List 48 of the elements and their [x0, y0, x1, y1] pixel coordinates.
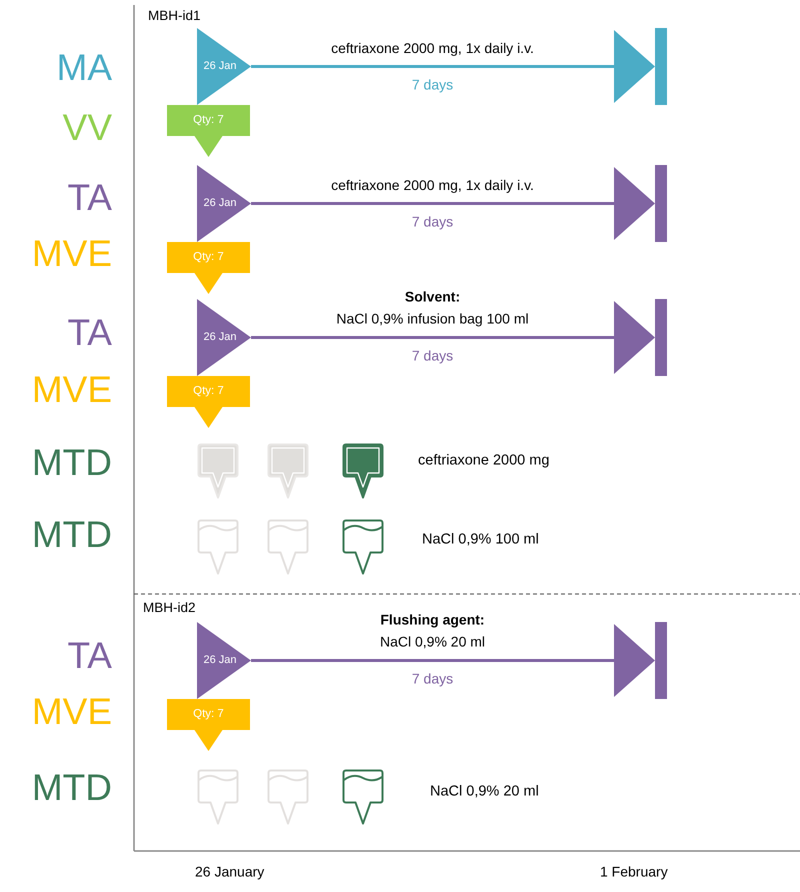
quantity-label: Qty: 7 — [193, 114, 224, 128]
end-marker — [614, 165, 667, 242]
row-label: MA — [56, 46, 112, 90]
duration-line — [251, 336, 614, 339]
quantity-callout — [167, 105, 250, 157]
duration-label: 7 days — [412, 213, 454, 230]
row-label: TA — [67, 634, 112, 678]
start-date: 26 Jan — [203, 331, 237, 344]
start-marker — [197, 299, 251, 376]
quantity-callout — [167, 699, 250, 751]
quantity-label: Qty: 7 — [193, 384, 224, 398]
quantity-label: Qty: 7 — [193, 250, 224, 264]
start-marker — [197, 28, 251, 105]
start-marker — [197, 622, 251, 699]
end-marker — [614, 622, 667, 699]
duration-line — [251, 659, 614, 662]
row-label: MTD — [32, 512, 112, 557]
row-label: MVE — [32, 690, 112, 734]
row-label: TA — [67, 176, 112, 220]
medication-label: ceftriaxone 2000 mg — [418, 452, 550, 470]
duration-line — [251, 65, 614, 68]
medication-label: NaCl 0,9% 20 ml — [430, 783, 539, 801]
regimen-label: ceftriaxone 2000 mg, 1x daily i.v. — [331, 176, 534, 194]
quantity-label: Qty: 7 — [193, 708, 224, 722]
medication-label: NaCl 0,9% 100 ml — [422, 531, 539, 549]
duration-label: 7 days — [412, 670, 454, 687]
section-label: MBH-id1 — [148, 8, 201, 24]
row-label: TA — [67, 310, 112, 355]
axis-date-label: 26 January — [195, 864, 264, 880]
start-date: 26 Jan — [203, 60, 237, 73]
row-label: VV — [62, 106, 112, 150]
start-date: 26 Jan — [203, 654, 237, 667]
row-label: MVE — [32, 232, 112, 276]
row-label: MTD — [32, 766, 112, 810]
duration-line — [251, 202, 614, 205]
end-marker — [614, 28, 667, 105]
duration-label: 7 days — [412, 347, 454, 364]
start-date: 26 Jan — [203, 197, 237, 210]
regimen-label: ceftriaxone 2000 mg, 1x daily i.v. — [331, 40, 534, 56]
section-label: MBH-id2 — [143, 600, 196, 616]
axis-date-label: 1 February — [600, 864, 668, 880]
row-label: MTD — [32, 440, 112, 485]
quantity-callout — [167, 376, 250, 428]
start-marker — [197, 165, 251, 242]
quantity-callout — [167, 242, 250, 294]
row-label: MVE — [32, 368, 112, 412]
end-marker — [614, 299, 667, 376]
duration-label: 7 days — [412, 76, 454, 93]
